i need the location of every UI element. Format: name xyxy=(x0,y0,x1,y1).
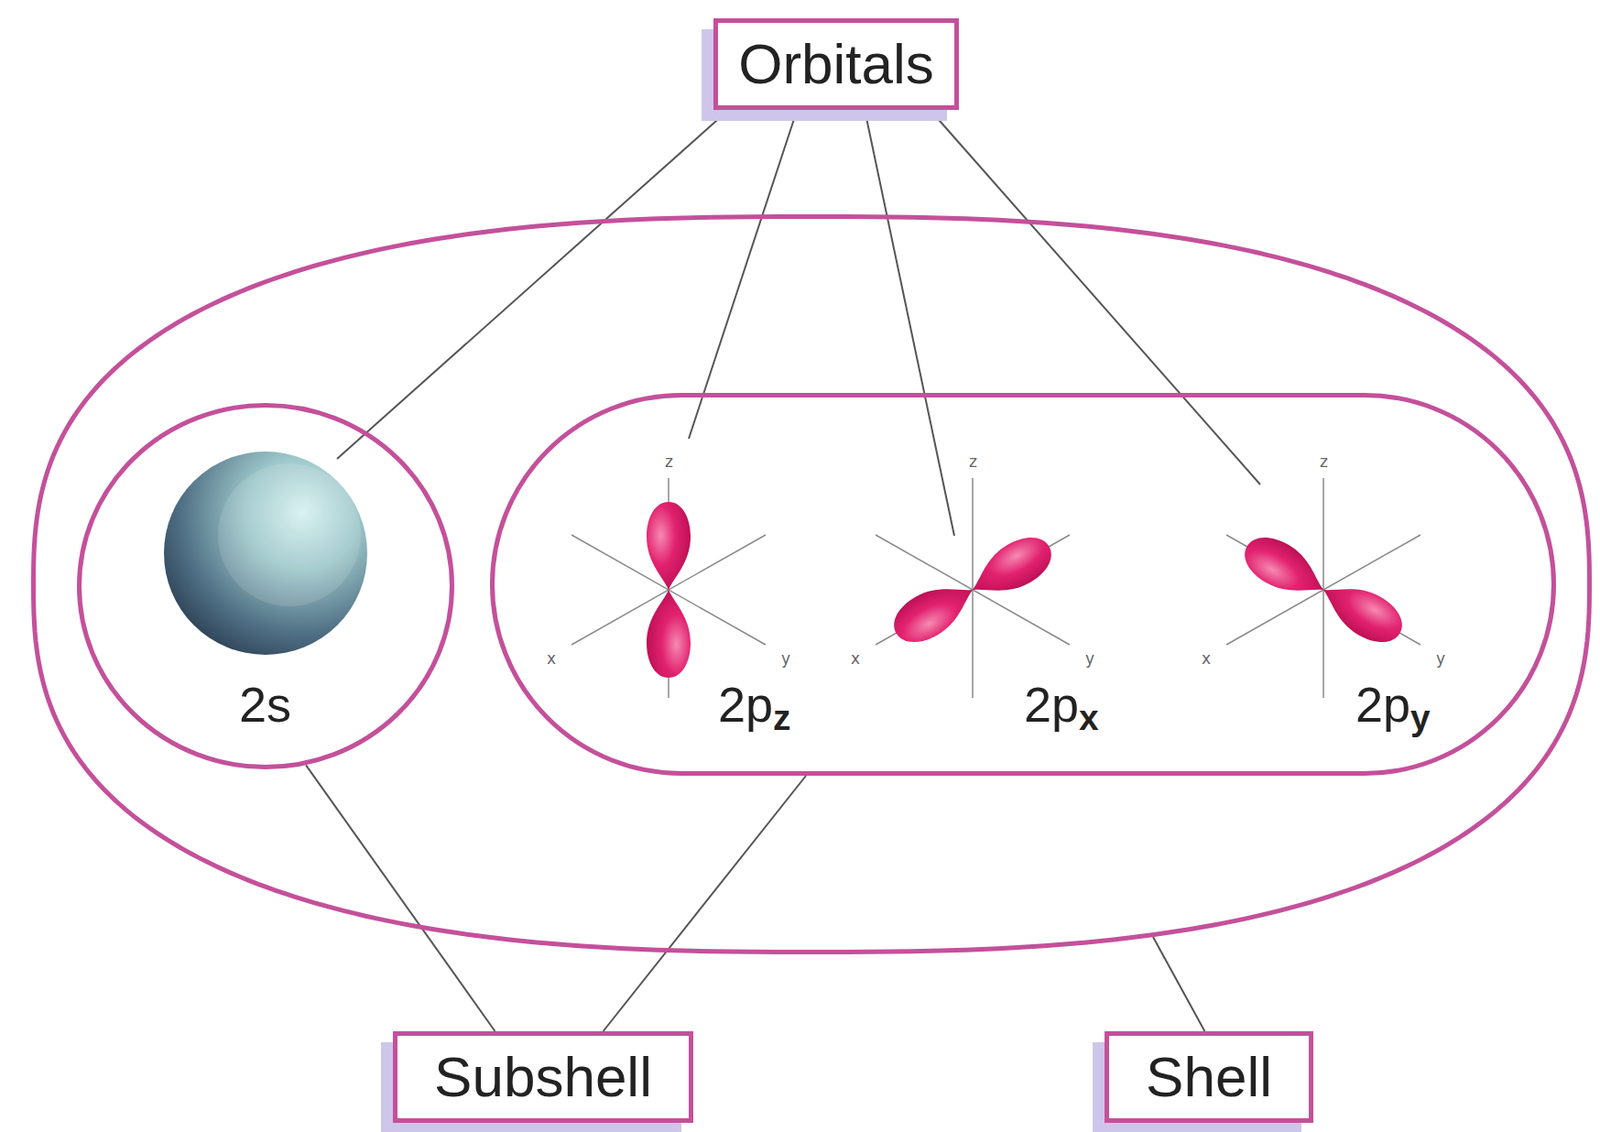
shell-outline-line xyxy=(33,217,1590,953)
orbital-label: 2s xyxy=(239,675,292,733)
orbital-label: 2py xyxy=(1355,675,1431,733)
leader-line xyxy=(688,113,796,439)
leader-lines xyxy=(337,113,1261,536)
leader-line xyxy=(865,113,955,536)
connector-line xyxy=(1153,936,1205,1032)
leader-line xyxy=(933,113,1261,485)
shell-box: Shell xyxy=(1104,1031,1314,1123)
connector-line xyxy=(603,775,806,1032)
p-subshell-outline-line xyxy=(492,395,1555,774)
axis-label: z xyxy=(664,454,674,470)
shell-outline-shape xyxy=(31,214,1592,955)
shell-outline: 2s 2pz 2px 2py xyxy=(31,214,1592,955)
pz-orbital xyxy=(571,478,766,698)
box-label: Orbitals xyxy=(738,32,935,96)
leader-line xyxy=(337,113,725,459)
px-orbital xyxy=(875,478,1070,698)
subshell-box: Subshell xyxy=(392,1031,694,1123)
axis-label: z xyxy=(968,454,978,470)
axis-label: y xyxy=(1085,651,1095,667)
py-orbital xyxy=(1226,478,1421,698)
orbital-label: 2px xyxy=(1023,675,1100,733)
axis-label: x xyxy=(546,651,556,667)
s-subshell-circle-line xyxy=(79,405,453,768)
box-label: Subshell xyxy=(434,1045,653,1109)
axis-label: x xyxy=(850,651,860,667)
axis-label: z xyxy=(1319,454,1328,470)
axis-label: y xyxy=(1436,651,1446,667)
orbital-label: 2pz xyxy=(718,675,792,733)
connector-line xyxy=(305,764,496,1032)
axis-label: y xyxy=(781,651,791,667)
axis-label: x xyxy=(1201,651,1211,667)
s-orbital-sphere xyxy=(163,451,368,655)
box-label: Shell xyxy=(1145,1045,1273,1109)
s-subshell-circle: 2s xyxy=(76,402,455,770)
p-subshell-outline: 2pz 2px 2py xyxy=(489,392,1557,776)
orbitals-box: Orbitals xyxy=(713,18,959,110)
